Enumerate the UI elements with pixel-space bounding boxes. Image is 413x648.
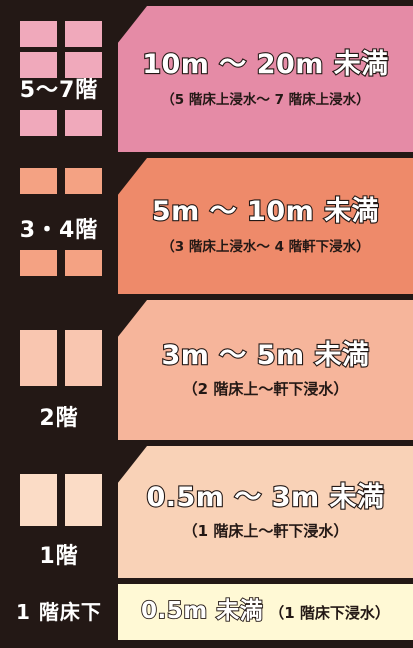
window	[20, 110, 57, 136]
window	[65, 330, 102, 386]
depth-panel: 0.5m 未満 （1 階床下浸水）	[118, 584, 413, 640]
floor-label: 1 階床下	[16, 600, 102, 624]
depth-detail: （1 階床下浸水）	[269, 603, 390, 622]
building-column: 5～7階	[0, 6, 118, 152]
depth-range: 5m ～ 10m 未満	[151, 196, 380, 228]
band-divider	[0, 152, 413, 158]
band-3-4: 3・4階 5m ～ 10m 未満 （3 階床上浸水～ 4 階軒下浸水）	[0, 158, 413, 294]
window	[65, 474, 102, 526]
window	[20, 168, 57, 194]
floor-label: 2階	[39, 406, 79, 431]
pointer-notch	[117, 158, 147, 196]
depth-panel: 10m ～ 20m 未満 （5 階床上浸水～ 7 階床上浸水）	[118, 6, 413, 152]
window	[20, 474, 57, 526]
depth-panel: 5m ～ 10m 未満 （3 階床上浸水～ 4 階軒下浸水）	[118, 158, 413, 294]
depth-detail: （5 階床上浸水～ 7 階床上浸水）	[161, 91, 370, 108]
floor-label: 1階	[39, 544, 79, 569]
window	[65, 110, 102, 136]
window	[20, 250, 57, 276]
window	[20, 21, 57, 47]
band-divider	[0, 294, 413, 300]
window	[65, 52, 102, 78]
floor-label: 3・4階	[19, 218, 99, 243]
building-column: 2階	[0, 300, 118, 440]
depth-panel: 3m ～ 5m 未満 （2 階床上～軒下浸水）	[118, 300, 413, 440]
pointer-notch	[117, 6, 147, 44]
window	[20, 330, 57, 386]
bottom-divider	[0, 640, 413, 648]
pointer-notch	[117, 446, 147, 484]
depth-range: 10m ～ 20m 未満	[141, 49, 389, 81]
building-column: 1階	[0, 446, 118, 578]
window	[65, 168, 102, 194]
top-divider	[0, 0, 413, 6]
depth-panel: 0.5m ～ 3m 未満 （1 階床上～軒下浸水）	[118, 446, 413, 578]
window	[65, 21, 102, 47]
depth-range: 3m ～ 5m 未満	[160, 339, 370, 371]
band-divider	[0, 440, 413, 446]
window	[20, 52, 57, 78]
band-5-7: 5～7階 10m ～ 20m 未満 （5 階床上浸水～ 7 階床上浸水）	[0, 6, 413, 152]
band-2: 2階 3m ～ 5m 未満 （2 階床上～軒下浸水）	[0, 300, 413, 440]
building-column: 3・4階	[0, 158, 118, 294]
floor-label: 5～7階	[19, 78, 99, 103]
window	[65, 250, 102, 276]
band-below-floor: 1 階床下 0.5m 未満 （1 階床下浸水）	[0, 584, 413, 640]
band-1: 1階 0.5m ～ 3m 未満 （1 階床上～軒下浸水）	[0, 446, 413, 578]
band-divider	[0, 578, 413, 584]
depth-range: 0.5m 未満	[140, 598, 264, 625]
building-column: 1 階床下	[0, 584, 118, 640]
depth-range: 0.5m ～ 3m 未満	[145, 481, 385, 513]
depth-detail: （2 階床上～軒下浸水）	[182, 380, 349, 399]
pointer-notch	[117, 300, 147, 338]
depth-detail: （1 階床上～軒下浸水）	[182, 522, 349, 541]
depth-detail: （3 階床上浸水～ 4 階軒下浸水）	[161, 238, 370, 255]
